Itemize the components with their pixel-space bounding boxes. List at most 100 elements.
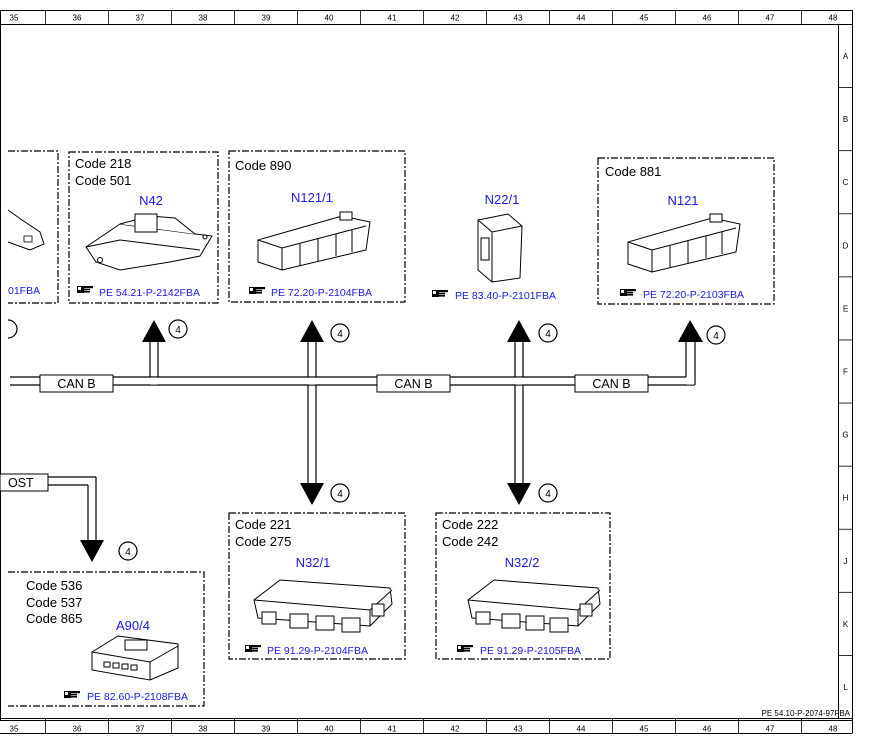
connector-label: 4	[545, 489, 551, 500]
module-n121: Code 881 N121 PE 72.20-P-2103FBA	[605, 164, 744, 301]
column-number: 39	[262, 725, 271, 734]
row-letter: B	[843, 115, 848, 124]
connector-label: 4	[175, 325, 181, 336]
svg-text:CAN B: CAN B	[394, 377, 432, 391]
column-number: 38	[199, 725, 208, 734]
connector-markers	[7, 319, 726, 561]
column-number: 38	[199, 14, 208, 23]
module-n22-1: N22/1 PE 83.40-P-2101FBA	[432, 192, 556, 302]
can-bus	[10, 340, 696, 540]
row-letter: J	[844, 557, 848, 566]
row-letter: F	[843, 368, 848, 377]
row-letter: K	[843, 620, 849, 629]
row-letter: E	[843, 304, 848, 313]
document-reference: PE 54.10-P-2074-97FBA	[762, 709, 851, 718]
module-ref: PE 72.20-P-2104FBA	[271, 287, 372, 299]
code-line: Code 275	[235, 534, 291, 549]
arrow-up-n22-1	[507, 320, 531, 342]
svg-text:CAN B: CAN B	[57, 377, 95, 391]
pointing-hand-icon	[457, 645, 473, 652]
column-number: 43	[514, 14, 523, 23]
column-number: 35	[10, 725, 19, 734]
module-name: N42	[139, 193, 163, 208]
module-name: N32/2	[505, 555, 540, 570]
column-number: 41	[388, 14, 397, 23]
arrow-down-a90-4	[80, 540, 104, 562]
column-number: 36	[73, 14, 82, 23]
arrow-down-n32-2	[507, 483, 531, 505]
row-letter: G	[842, 431, 848, 440]
connector-label: 4	[545, 329, 551, 340]
column-number: 44	[577, 725, 586, 734]
module-n32-2: Code 222 Code 242 N32/2 PE 91.29-P-2105F…	[442, 517, 601, 657]
code-line: Code 242	[442, 534, 498, 549]
bus-labels: CAN B CAN B CAN B OST	[0, 374, 649, 492]
module-n32-1: Code 221 Code 275 N32/1 PE 91.29-P-2104F…	[235, 517, 393, 657]
n121-unit-drawing	[627, 213, 741, 273]
code-line: Code 537	[26, 595, 82, 610]
n32-2-unit-drawing	[467, 579, 601, 633]
column-number: 46	[703, 14, 712, 23]
column-number: 48	[829, 14, 838, 23]
code-line: Code 890	[235, 158, 291, 173]
code-line: Code 865	[26, 611, 82, 626]
pointing-hand-icon	[620, 289, 636, 296]
module-ref: PE 54.21-P-2142FBA	[99, 287, 200, 299]
connector-label: 4	[713, 331, 719, 342]
column-number: 40	[325, 14, 334, 23]
row-letter: H	[843, 494, 849, 503]
column-number: 37	[136, 14, 145, 23]
arrow-down-n32-1	[300, 483, 324, 505]
row-letter: L	[843, 683, 848, 692]
n22-1-unit-drawing	[477, 213, 523, 283]
bus-arrows	[80, 320, 703, 562]
module-n42: Code 218 Code 501 N42 PE 54.21-P-2142FBA	[75, 156, 213, 299]
code-line: Code 218	[75, 156, 131, 171]
a90-4-unit-drawing	[91, 635, 179, 681]
column-number: 37	[136, 725, 145, 734]
n32-1-unit-drawing	[253, 579, 393, 633]
module-boxes	[8, 150, 775, 707]
module-name: N121	[667, 193, 698, 208]
module-name: A90/4	[116, 618, 150, 633]
connector-label: 4	[337, 489, 343, 500]
column-number: 44	[577, 14, 586, 23]
n42-unit-drawing	[85, 213, 213, 271]
arrow-up-n121-1	[300, 320, 324, 342]
module-ref: PE 91.29-P-2104FBA	[267, 645, 368, 657]
connector-label: 4	[337, 329, 343, 340]
column-number: 48	[829, 725, 838, 734]
pointing-hand-icon	[77, 286, 93, 293]
connector-label: 4	[125, 547, 131, 558]
pointing-hand-icon	[432, 290, 448, 297]
module-n121-1: Code 890 N121/1 PE 72.20-P-2104FBA	[235, 158, 372, 299]
module-ref: PE 83.40-P-2101FBA	[455, 290, 556, 302]
column-number: 36	[73, 725, 82, 734]
module-name: N22/1	[485, 192, 520, 207]
module-name: N32/1	[296, 555, 331, 570]
code-line: Code 221	[235, 517, 291, 532]
column-number: 39	[262, 14, 271, 23]
code-line: Code 222	[442, 517, 498, 532]
column-number: 47	[766, 725, 775, 734]
module-a90-4: Code 536 Code 537 Code 865 A90/4 PE 82.6…	[26, 578, 188, 703]
partial-module: 01FBA	[7, 209, 45, 297]
column-number: 42	[451, 14, 460, 23]
n121-1-unit-drawing	[257, 211, 371, 271]
code-line: Code 881	[605, 164, 661, 179]
column-number: 41	[388, 725, 397, 734]
module-ref: PE 82.60-P-2108FBA	[87, 691, 188, 703]
column-number: 43	[514, 725, 523, 734]
column-number: 46	[703, 725, 712, 734]
row-letter: A	[843, 52, 849, 61]
svg-text:OST: OST	[8, 476, 34, 490]
row-letter: D	[843, 241, 849, 250]
column-number: 40	[325, 725, 334, 734]
sheet-frame	[0, 10, 853, 721]
column-number: 42	[451, 725, 460, 734]
module-ref: 01FBA	[8, 285, 40, 297]
pointing-hand-icon	[64, 691, 80, 698]
column-ruler: 3535363637373838393940404141424243434444…	[10, 10, 838, 734]
